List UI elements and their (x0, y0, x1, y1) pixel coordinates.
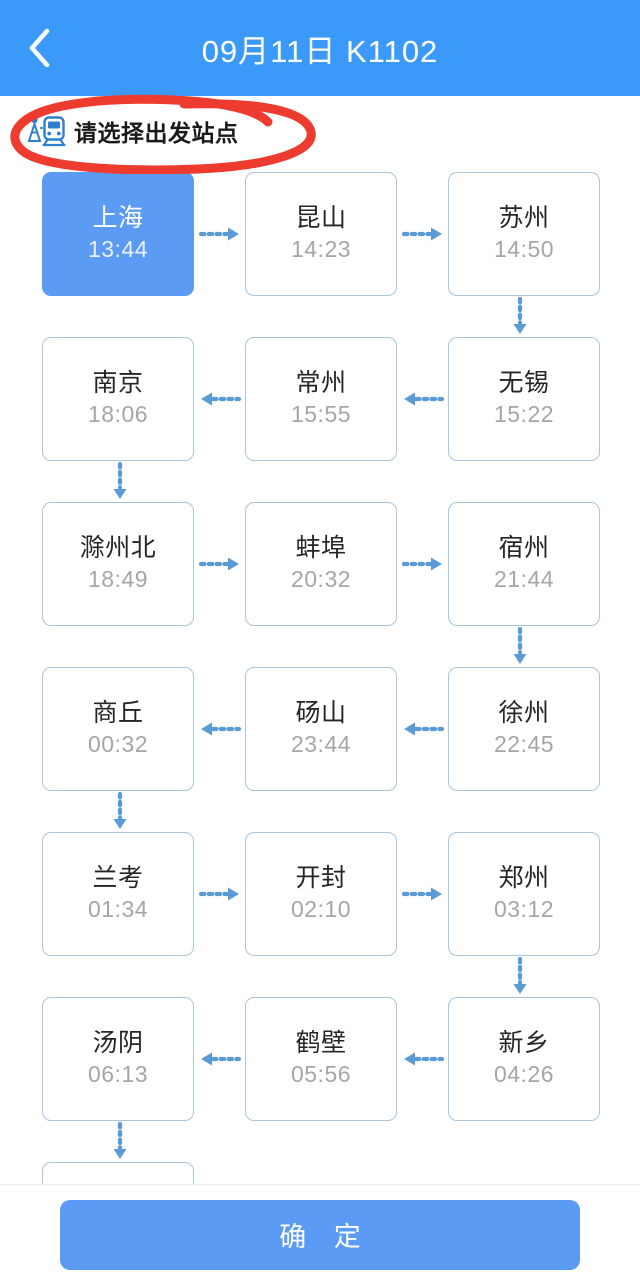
station-time: 15:55 (290, 401, 352, 428)
arrow-left-dotted-icon (397, 997, 448, 1121)
station-card[interactable]: 开封 02:10 (245, 832, 397, 956)
station-name: 蚌埠 (295, 533, 347, 562)
arrow-right-dotted-icon (397, 832, 448, 956)
station-card-selected[interactable]: 上海 13:44 (42, 172, 194, 296)
station-name: 砀山 (295, 698, 347, 727)
station-time: 14:23 (290, 236, 352, 263)
station-row: 商丘 00:32 砀山 23:44 徐州 22:45 (42, 667, 600, 791)
station-name: 鹤壁 (295, 1028, 347, 1057)
arrow-down-dotted-icon (507, 626, 533, 667)
station-card[interactable]: 新乡 04:26 (448, 997, 600, 1121)
station-time: 03:12 (493, 896, 555, 923)
station-name: 滁州北 (79, 533, 157, 562)
arrow-right-dotted-icon (194, 502, 245, 626)
page-title: 09月11日 K1102 (201, 33, 439, 69)
arrow-right-dotted-icon (194, 172, 245, 296)
station-time: 22:45 (493, 731, 555, 758)
station-time: 18:06 (87, 401, 149, 428)
station-name: 兰考 (92, 863, 144, 892)
station-name: 昆山 (295, 203, 347, 232)
station-card[interactable]: 常州 15:55 (245, 337, 397, 461)
arrow-right-dotted-icon (397, 502, 448, 626)
arrow-down-dotted-icon (107, 461, 133, 502)
confirm-button[interactable]: 确 定 (60, 1199, 580, 1270)
station-time: 00:32 (87, 731, 149, 758)
back-button[interactable] (14, 22, 66, 74)
departure-hint-label: 请选择出发站点 (74, 120, 239, 146)
station-row: 兰考 01:34 开封 02:10 郑州 03:12 (42, 832, 600, 956)
station-card[interactable]: 滁州北 18:49 (42, 502, 194, 626)
arrow-left-dotted-icon (194, 337, 245, 461)
station-card[interactable]: 宿州 21:44 (448, 502, 600, 626)
arrow-left-dotted-icon (397, 337, 448, 461)
station-card[interactable]: 无锡 15:22 (448, 337, 600, 461)
station-card-partial[interactable] (42, 1162, 194, 1184)
departure-hint-row: 请选择出发站点 (0, 94, 640, 175)
station-time: 21:44 (493, 566, 555, 593)
station-card[interactable]: 兰考 01:34 (42, 832, 194, 956)
station-card[interactable]: 徐州 22:45 (448, 667, 600, 791)
station-name: 商丘 (92, 698, 144, 727)
station-grid-scroll[interactable]: 上海 13:44 昆山 14:23 苏州 14:50 南京 18:06 常州 15:55 无锡 15:… (0, 166, 640, 1184)
station-name: 常州 (295, 368, 347, 397)
station-card[interactable]: 南京 18:06 (42, 337, 194, 461)
station-name: 上海 (92, 203, 144, 232)
station-card[interactable]: 郑州 03:12 (448, 832, 600, 956)
train-station-icon (26, 114, 66, 148)
station-row: 上海 13:44 昆山 14:23 苏州 14:50 (42, 172, 600, 296)
footer-bar: 确 定 (0, 1184, 640, 1284)
station-name: 汤阴 (92, 1028, 144, 1057)
station-time: 13:44 (87, 236, 149, 263)
station-grid: 上海 13:44 昆山 14:23 苏州 14:50 南京 18:06 常州 15:55 无锡 15:… (0, 166, 640, 1184)
station-card[interactable]: 商丘 00:32 (42, 667, 194, 791)
app-header: 09月11日 K1102 (0, 0, 640, 96)
station-time: 06:13 (87, 1061, 149, 1088)
station-card[interactable]: 汤阴 06:13 (42, 997, 194, 1121)
station-time: 02:10 (290, 896, 352, 923)
station-name: 郑州 (498, 863, 550, 892)
station-time: 15:22 (493, 401, 555, 428)
station-name: 宿州 (498, 533, 550, 562)
arrow-left-dotted-icon (194, 667, 245, 791)
station-name: 苏州 (498, 203, 550, 232)
station-name: 徐州 (498, 698, 550, 727)
station-time: 20:32 (290, 566, 352, 593)
station-name: 新乡 (498, 1028, 550, 1057)
station-name: 无锡 (498, 368, 550, 397)
arrow-right-dotted-icon (194, 832, 245, 956)
station-card[interactable]: 砀山 23:44 (245, 667, 397, 791)
station-row: 南京 18:06 常州 15:55 无锡 15:22 (42, 337, 600, 461)
station-card[interactable]: 蚌埠 20:32 (245, 502, 397, 626)
station-row: 滁州北 18:49 蚌埠 20:32 宿州 21:44 (42, 502, 600, 626)
station-name: 开封 (295, 863, 347, 892)
arrow-left-dotted-icon (194, 997, 245, 1121)
station-time: 04:26 (493, 1061, 555, 1088)
station-row: 汤阴 06:13 鹤壁 05:56 新乡 04:26 (42, 997, 600, 1121)
chevron-left-icon (27, 27, 53, 69)
station-time: 01:34 (87, 896, 149, 923)
station-card[interactable]: 苏州 14:50 (448, 172, 600, 296)
station-time: 23:44 (290, 731, 352, 758)
station-time: 05:56 (290, 1061, 352, 1088)
arrow-down-dotted-icon (107, 791, 133, 832)
station-card[interactable]: 鹤壁 05:56 (245, 997, 397, 1121)
station-time: 14:50 (493, 236, 555, 263)
arrow-right-dotted-icon (397, 172, 448, 296)
station-card[interactable]: 昆山 14:23 (245, 172, 397, 296)
arrow-down-dotted-icon (507, 956, 533, 997)
arrow-down-dotted-icon (507, 296, 533, 337)
arrow-down-dotted-icon (107, 1121, 133, 1162)
station-name: 南京 (92, 368, 144, 397)
station-time: 18:49 (87, 566, 149, 593)
arrow-left-dotted-icon (397, 667, 448, 791)
